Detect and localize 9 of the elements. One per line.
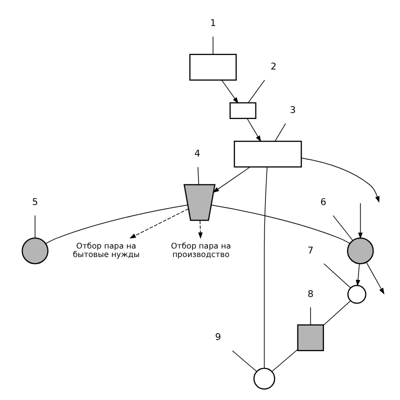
node-text: 3 xyxy=(290,105,296,116)
node-text: 1 xyxy=(210,18,216,30)
node-text: 8 xyxy=(308,288,314,300)
node-text: 5 xyxy=(32,196,38,208)
node-text: 2 xyxy=(270,62,276,73)
node-text: 4 xyxy=(194,148,200,160)
node-text: 9 xyxy=(215,332,221,344)
node-text: 6 xyxy=(320,196,326,208)
node-text: 7 xyxy=(308,245,314,256)
